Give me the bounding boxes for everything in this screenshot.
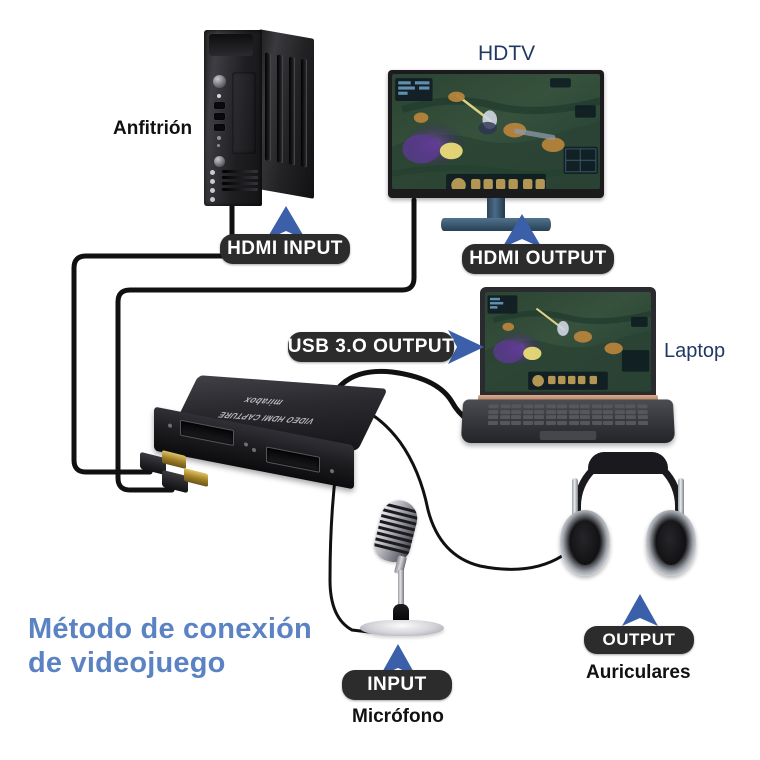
- hdmi-plug-2: [162, 468, 208, 494]
- label-hdmi-output-text: HDMI OUTPUT: [469, 248, 607, 269]
- label-usb-output-text: USB 3.O OUTPUT: [287, 336, 455, 357]
- arrow-up-hdmi-output: [502, 214, 542, 248]
- headphone-cup-right: [646, 510, 696, 576]
- label-hdmi-input: HDMI INPUT: [220, 234, 350, 264]
- arrow-up-hdmi-input: [266, 206, 306, 240]
- label-usb-output: USB 3.O OUTPUT: [288, 332, 454, 362]
- pc-power-button[interactable]: [213, 75, 226, 88]
- pc-tower: [196, 29, 314, 206]
- label-headphone-output-text: OUTPUT: [602, 630, 676, 649]
- arrow-right-usb-output: [448, 330, 484, 364]
- hdtv: [388, 70, 604, 231]
- hdtv-label: HDTV: [478, 42, 536, 65]
- pc-reset-button[interactable]: [214, 156, 225, 167]
- microphone: [360, 496, 444, 640]
- microphone-label: Micrófono: [352, 706, 444, 727]
- diagram-title-line-2: de videojuego: [28, 647, 226, 680]
- label-hdmi-output: HDMI OUTPUT: [462, 244, 614, 274]
- capture-card-brand-text: mirabox: [240, 395, 286, 408]
- hdmi-plug-1: [140, 450, 186, 476]
- laptop-hinge: [478, 395, 658, 401]
- label-mic-input-text: INPUT: [367, 674, 427, 695]
- headphones: [558, 452, 698, 582]
- pc-side-panel: [259, 29, 314, 199]
- tv-screen: [392, 74, 600, 189]
- label-headphone-output: OUTPUT: [584, 626, 694, 654]
- tv-bezel: [388, 70, 604, 198]
- laptop-trackpad[interactable]: [539, 430, 597, 440]
- headphone-cup-left: [560, 510, 610, 576]
- arrow-up-mic-input: [380, 644, 416, 676]
- laptop-keyboard[interactable]: [487, 404, 649, 428]
- laptop-lid: [480, 287, 656, 397]
- laptop-screen: [485, 292, 651, 392]
- laptop-label: Laptop: [664, 340, 726, 362]
- game-screen-content: [392, 74, 600, 189]
- arrow-up-headphone-output: [622, 594, 658, 626]
- headphones-label: Auriculares: [586, 662, 691, 683]
- label-hdmi-input-text: HDMI INPUT: [227, 238, 343, 259]
- pc-vent-grille: [222, 170, 258, 196]
- pc-front-panel: [204, 30, 262, 206]
- label-mic-input: INPUT: [342, 670, 452, 700]
- diagram-title-line-1: Método de conexión: [28, 613, 312, 645]
- diagram-title: Método de conexión de videojuego: [28, 612, 312, 680]
- tv-stand-neck: [487, 198, 505, 220]
- hdmi-port-input: [180, 419, 234, 447]
- hdmi-port-output: [266, 446, 320, 473]
- laptop-game-screen-content: [485, 292, 651, 392]
- microphone-head: [371, 496, 421, 566]
- microphone-stem: [398, 570, 404, 612]
- laptop: [460, 287, 676, 447]
- host-label: Anfitrión: [113, 118, 193, 139]
- laptop-base: [460, 399, 676, 444]
- microphone-base: [360, 620, 444, 636]
